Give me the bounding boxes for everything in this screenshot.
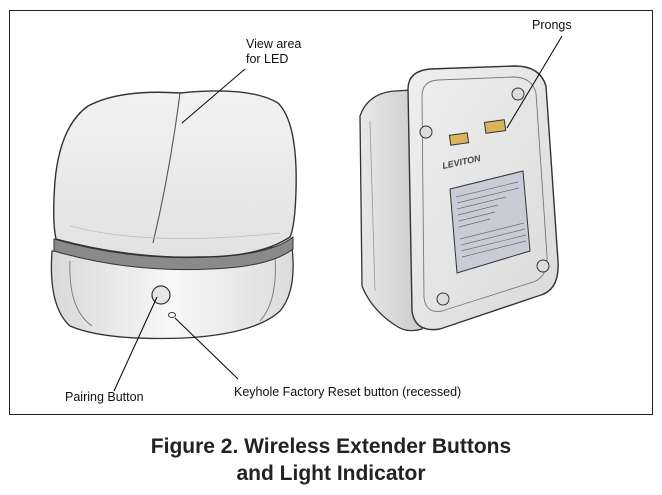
caption-line1: Figure 2. Wireless Extender Buttons (150, 435, 512, 458)
screw (436, 292, 450, 306)
screw (511, 87, 525, 101)
led-view-area (152, 92, 181, 244)
callout-view-area: View area for LED (246, 37, 301, 67)
screw (419, 125, 433, 139)
front-device (50, 90, 297, 340)
back-device: LEVITON (359, 65, 559, 332)
leader-pairing (113, 296, 158, 392)
screw (536, 259, 550, 273)
prong (483, 119, 507, 134)
leader-keyhole (174, 317, 239, 380)
leader-lines (113, 35, 563, 392)
callout-pairing-button: Pairing Button (65, 390, 144, 404)
front-device-lower-body (50, 246, 294, 340)
front-device-top-cap (53, 90, 297, 258)
callout-keyhole-reset: Keyhole Factory Reset button (recessed) (234, 385, 462, 399)
device-illustration: LEVITON (50, 35, 563, 392)
callout-prongs: Prongs (532, 18, 572, 32)
callout-view-area-line1: View area (246, 37, 302, 51)
caption-line2: and Light Indicator (236, 462, 426, 485)
figure-caption: Figure 2. Wireless Extender Buttons and … (0, 433, 662, 487)
leader-prongs (506, 35, 563, 129)
device-label (449, 170, 531, 274)
figure-frame: LEVITON View area (9, 10, 653, 415)
keyhole-reset-button (168, 312, 176, 318)
leader-view-area (181, 68, 246, 124)
prong (448, 132, 470, 146)
pairing-button (151, 285, 171, 305)
callout-view-area-line2: for LED (246, 52, 289, 66)
